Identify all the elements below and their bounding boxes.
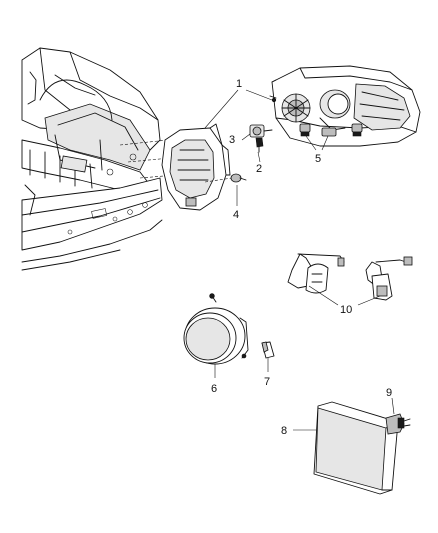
- side-marker-lamp-part-8: [313, 401, 399, 495]
- callout-4: 4: [233, 209, 239, 221]
- callout-2: 2: [256, 163, 262, 175]
- marker-bulb-part-9: [385, 413, 411, 435]
- leader-lines: [204, 89, 395, 431]
- callout-labels: 1 2 3 4 5 6 7 8 9 10: [211, 78, 392, 437]
- callout-3: 3: [229, 134, 235, 146]
- callout-6: 6: [211, 383, 217, 395]
- callout-7: 7: [264, 376, 270, 388]
- callout-9: 9: [386, 387, 392, 399]
- bulb-part-3: [249, 124, 273, 138]
- headlamp-installed: [161, 123, 231, 211]
- vehicle-front-structure: [21, 47, 176, 271]
- callout-5: 5: [315, 153, 321, 165]
- callout-1: 1: [236, 78, 242, 90]
- clip-part-7: [261, 341, 275, 359]
- callout-10: 10: [340, 304, 352, 316]
- headlamp-assembly-part-5: [269, 65, 421, 147]
- socket-part-2: [255, 137, 264, 153]
- fog-lamp-part-6: [183, 293, 249, 365]
- screw-part-4: [204, 173, 247, 183]
- leveling-actuator-part-10: [287, 253, 413, 301]
- callout-8: 8: [281, 425, 287, 437]
